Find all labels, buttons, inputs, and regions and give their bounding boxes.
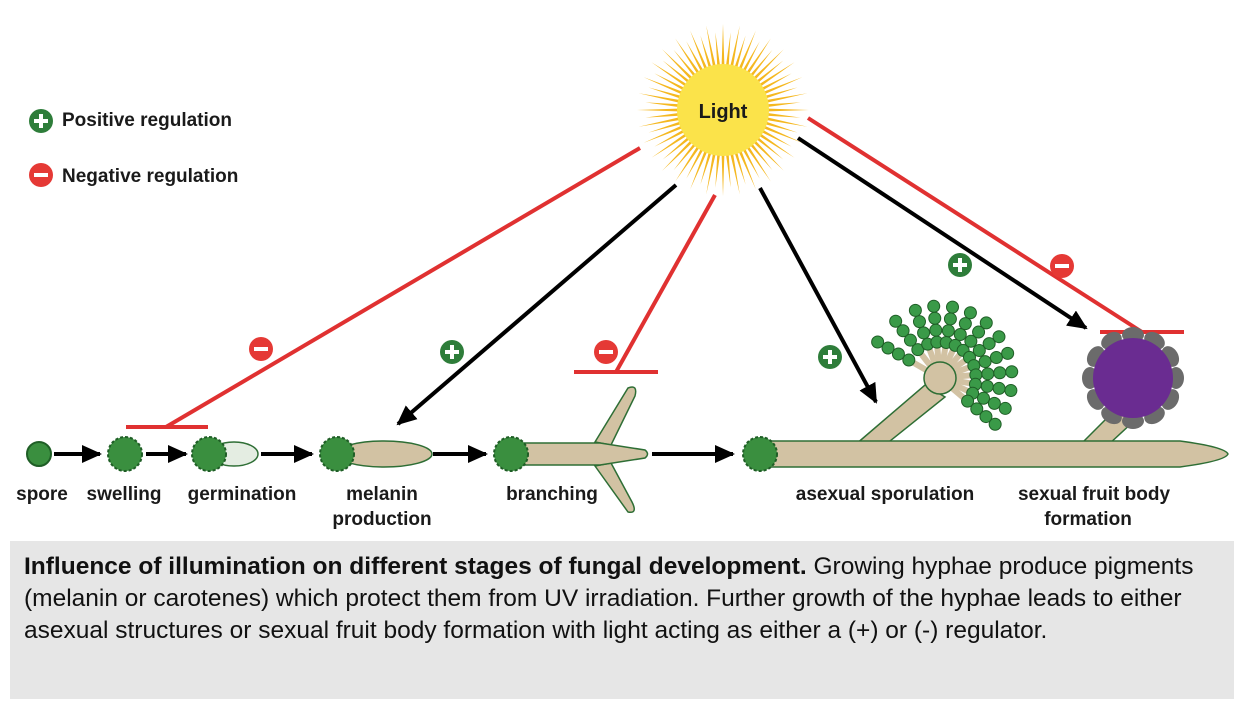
germinating-spore (191, 436, 227, 472)
legend-positive-label: Positive regulation (62, 110, 232, 131)
melanin-spore (319, 436, 355, 472)
inhibit-line-sexual (806, 116, 1144, 334)
swollen-spore (107, 436, 143, 472)
label-sexual-2: formation (1044, 509, 1132, 530)
regulation-lines (126, 116, 1184, 429)
conidiophore-icon (871, 299, 1019, 431)
fruit-body-icon (1082, 327, 1184, 429)
arrow-asexual (758, 187, 878, 404)
stages (26, 299, 1229, 514)
regulation-signs (249, 253, 1074, 369)
label-swelling: swelling (87, 484, 162, 505)
negative-sign-icon (249, 337, 273, 361)
fungal-development-diagram: Positive regulation Negative regulation (16, 24, 1229, 530)
label-branching: branching (506, 484, 598, 505)
arrow-melanin (396, 183, 678, 426)
positive-sign-icon (948, 253, 972, 277)
legend-negative-label: Negative regulation (62, 166, 238, 187)
positive-regulation-icon (29, 109, 53, 133)
inhibit-line-germination (164, 146, 642, 429)
label-melanin-1: melanin (346, 484, 418, 505)
caption-box: Influence of illumination on different s… (10, 541, 1234, 699)
light-label: Light (699, 101, 748, 123)
sun-icon: Light (637, 24, 809, 196)
arrow-sexual (796, 136, 1088, 330)
negative-regulation-icon (29, 163, 53, 187)
caption-body: Growing hyphae produce pigments (melanin… (24, 553, 1194, 644)
label-asexual-sporulation: asexual sporulation (796, 484, 974, 505)
negative-sign-icon (594, 340, 618, 364)
caption: Influence of illumination on different s… (24, 551, 1220, 647)
label-sexual-1: sexual fruit body (1018, 484, 1170, 505)
branching-hypha (493, 386, 649, 514)
negative-sign-icon (1050, 254, 1074, 278)
label-melanin-2: production (332, 509, 431, 530)
positive-sign-icon (440, 340, 464, 364)
label-spore: spore (16, 484, 68, 505)
caption-title: Influence of illumination on different s… (24, 553, 807, 580)
stage-labels: spore swelling germination melanin produ… (16, 484, 1170, 530)
legend: Positive regulation Negative regulation (29, 109, 238, 187)
label-germination: germination (188, 484, 297, 505)
spore-cell (26, 441, 52, 467)
positive-sign-icon (818, 345, 842, 369)
inhibit-line-branching (614, 194, 717, 373)
